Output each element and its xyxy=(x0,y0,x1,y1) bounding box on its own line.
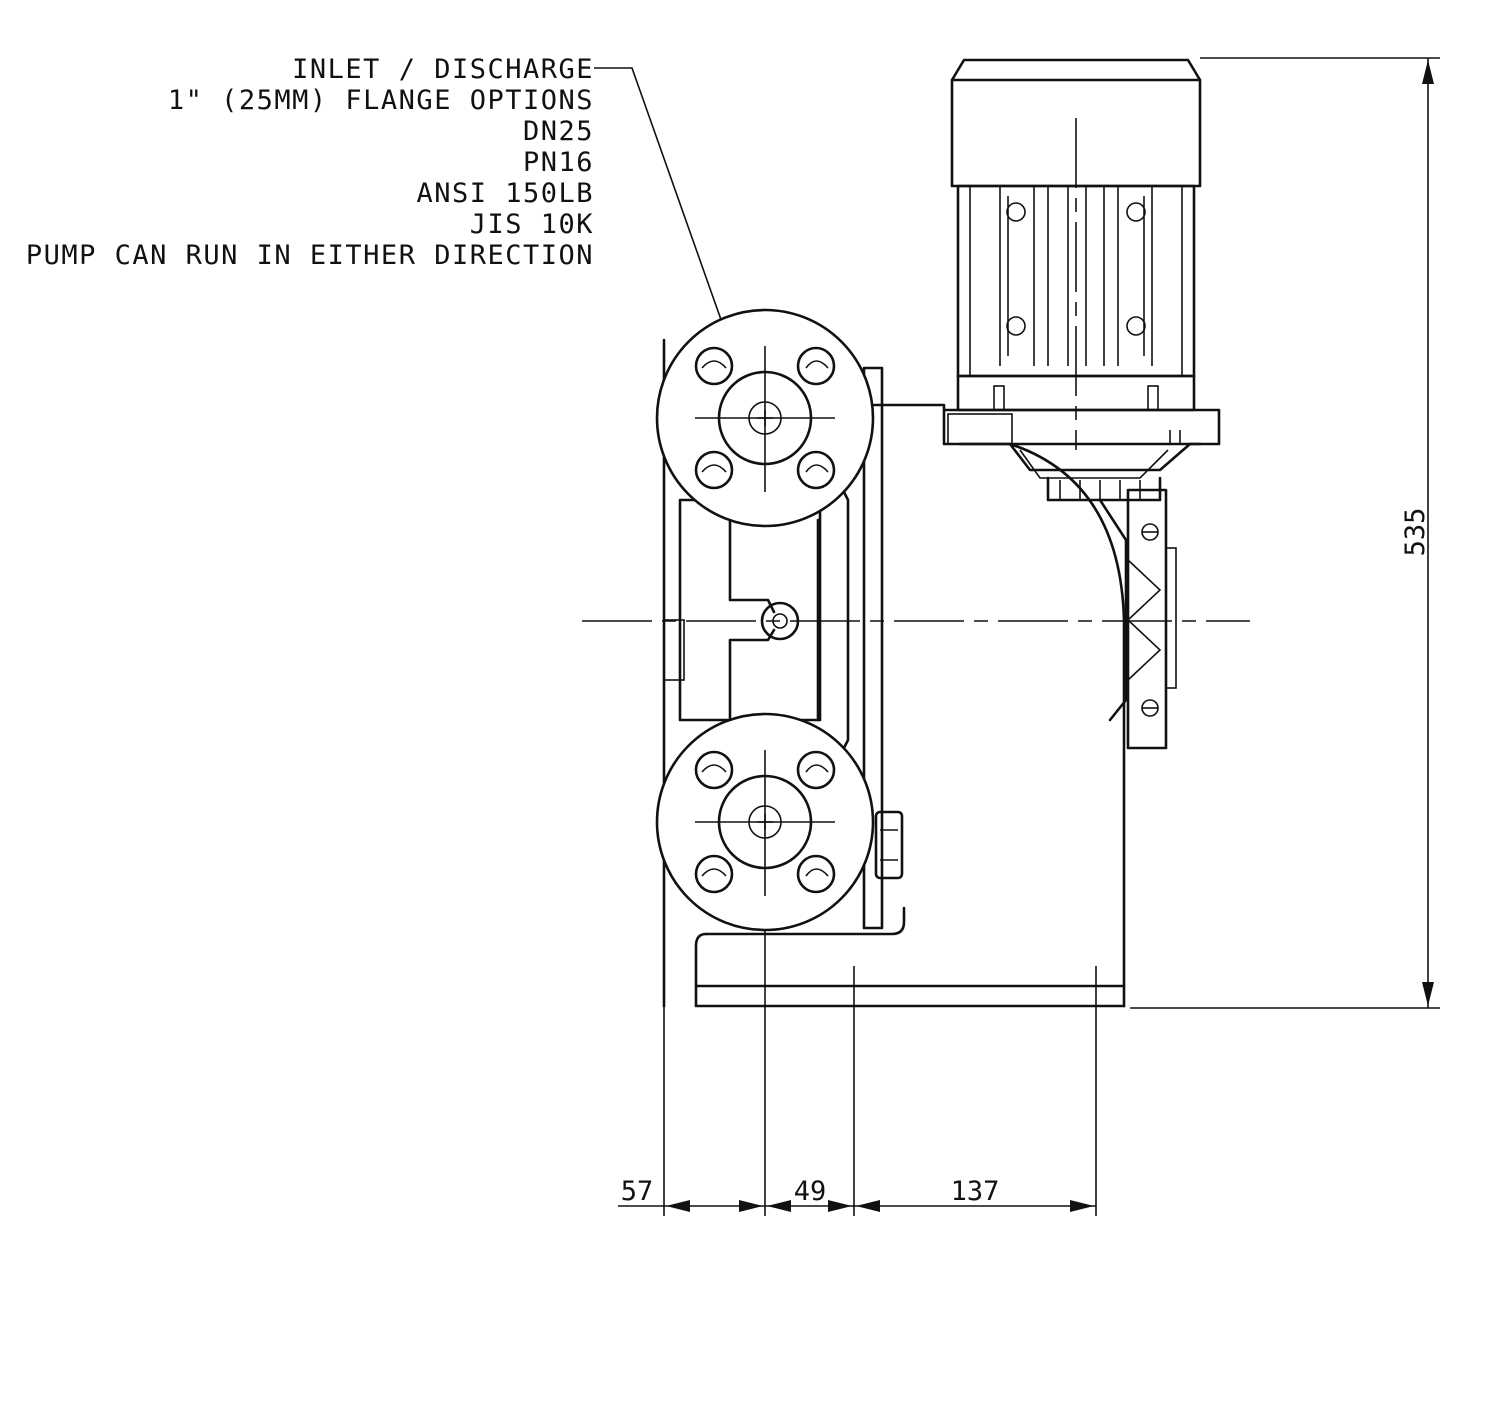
note-line-4: PN16 xyxy=(523,147,594,178)
base-plate xyxy=(694,906,1126,1008)
height-dimension: 535 xyxy=(1400,58,1434,1008)
note-line-5: ANSI 150LB xyxy=(416,178,594,209)
height-dimension-label: 535 xyxy=(1400,508,1431,557)
upper-flange xyxy=(655,308,875,528)
note-line-1: INLET / DISCHARGE xyxy=(292,54,594,85)
extension-lines xyxy=(663,57,1440,1216)
note-line-3: DN25 xyxy=(523,116,594,147)
dimension-49-label: 49 xyxy=(794,1176,827,1207)
dimension-57-label: 57 xyxy=(621,1176,654,1207)
lower-flange xyxy=(655,712,904,932)
dimension-137-label: 137 xyxy=(951,1176,1000,1207)
note-line-7: PUMP CAN RUN IN EITHER DIRECTION xyxy=(26,240,594,271)
motor xyxy=(950,58,1202,450)
gearbox xyxy=(1046,476,1177,750)
motor-flange xyxy=(942,408,1221,479)
note-line-2: 1" (25MM) FLANGE OPTIONS xyxy=(168,85,594,116)
bottom-dimensions: 57 49 137 xyxy=(618,1176,1096,1212)
flange-notes: INLET / DISCHARGE 1" (25MM) FLANGE OPTIO… xyxy=(26,54,594,271)
note-line-6: JIS 10K xyxy=(470,209,594,240)
